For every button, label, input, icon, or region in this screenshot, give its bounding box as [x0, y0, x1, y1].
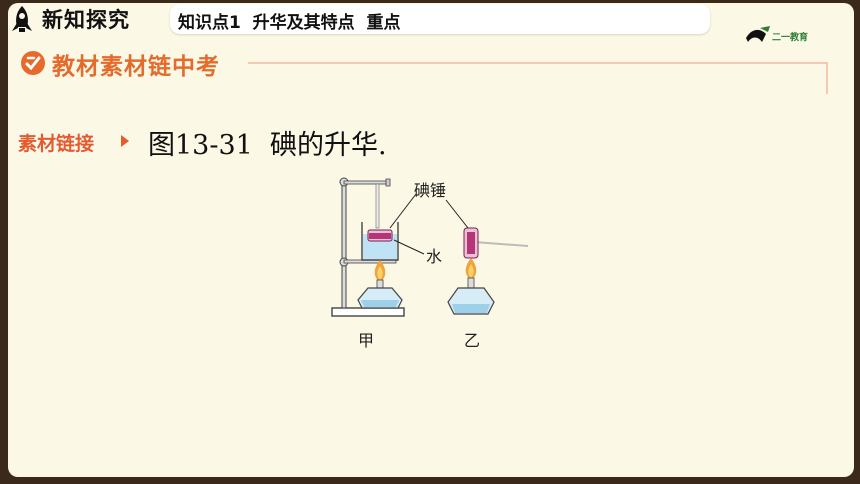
label-a: 甲: [358, 331, 374, 350]
triangle-arrow-icon: [121, 135, 129, 147]
material-tag: 素材链接: [18, 133, 95, 155]
rocket-icon: [12, 6, 32, 32]
apparatus-b: [445, 199, 529, 315]
figure-caption: 图13-31 碘的升华.: [148, 130, 387, 161]
iodine-sublimation-diagram: 碘锤 水 甲 乙: [331, 177, 529, 350]
label-water: 水: [426, 247, 442, 266]
banner-divider: [248, 62, 826, 64]
brand-logo-icon: [746, 26, 770, 42]
banner-divider-right: [826, 62, 828, 94]
slide-frame: [8, 3, 854, 477]
topic-text: 知识点1 升华及其特点 重点: [178, 13, 401, 33]
topic-box: [170, 4, 710, 34]
badge-icon: [21, 51, 45, 75]
banner-title: 教材素材链中考: [52, 54, 220, 80]
apparatus-a: [331, 177, 425, 317]
label-b: 乙: [464, 331, 480, 350]
brand-text: 二一教育: [772, 33, 809, 43]
section-title: 新知探究: [42, 8, 130, 32]
label-iodine-hammer: 碘锤: [414, 181, 446, 200]
